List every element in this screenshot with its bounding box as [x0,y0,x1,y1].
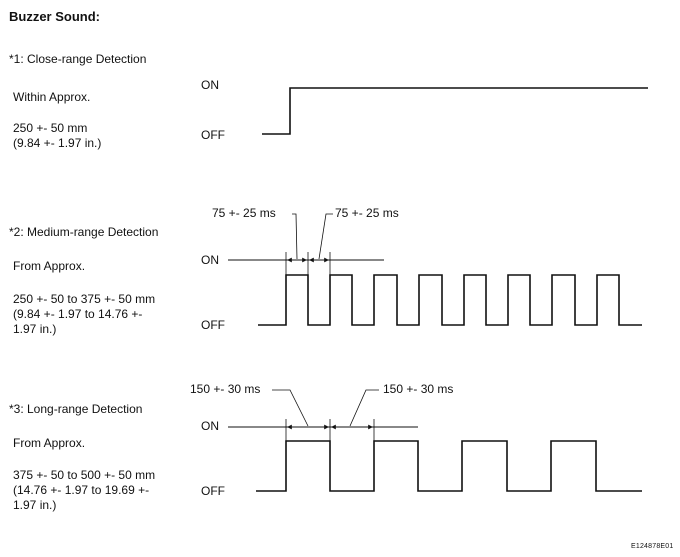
section2-leader-on [292,213,298,260]
section3-leader-on [272,389,309,427]
section2-timing-off-label: 75 +- 25 ms [335,206,399,220]
section1-on-label: ON [201,78,219,92]
section1-range-prefix: Within Approx. [13,90,91,104]
section3-on-label: ON [201,419,219,433]
section2-heading: *2: Medium-range Detection [9,225,159,239]
section3-range-prefix: From Approx. [13,436,86,450]
section3-waveform [256,440,642,492]
section2-range-line2: (9.84 +- 1.97 to 14.76 +- [13,307,143,321]
section3-range-line3: 1.97 in.) [13,498,57,512]
section2-off-label: OFF [201,318,225,332]
figure-code: E124878E01 [631,543,674,550]
section1-heading: *1: Close-range Detection [9,52,147,66]
diagram-title: Buzzer Sound: [9,9,100,24]
section3-heading: *3: Long-range Detection [9,402,143,416]
section3-range-line1: 375 +- 50 to 500 +- 50 mm [13,468,156,482]
section1-range-line1: 250 +- 50 mm [13,121,88,135]
section3-leader-off [349,389,379,427]
section3-timing-off-label: 150 +- 30 ms [383,382,454,396]
section2-range-line3: 1.97 in.) [13,322,57,336]
section1-range-line2: (9.84 +- 1.97 in.) [13,136,102,150]
section3-timing-on-label: 150 +- 30 ms [190,382,261,396]
section1-waveform [262,87,648,135]
section1-off-label: OFF [201,128,225,142]
section2-range-line1: 250 +- 50 to 375 +- 50 mm [13,292,156,306]
section2-leader-off [318,213,333,260]
section3-off-label: OFF [201,484,225,498]
section2-timing-on-label: 75 +- 25 ms [212,206,276,220]
section2-range-prefix: From Approx. [13,259,86,273]
section2-waveform [258,274,642,326]
section3-range-line2: (14.76 +- 1.97 to 19.69 +- [13,483,150,497]
section2-on-label: ON [201,253,219,267]
